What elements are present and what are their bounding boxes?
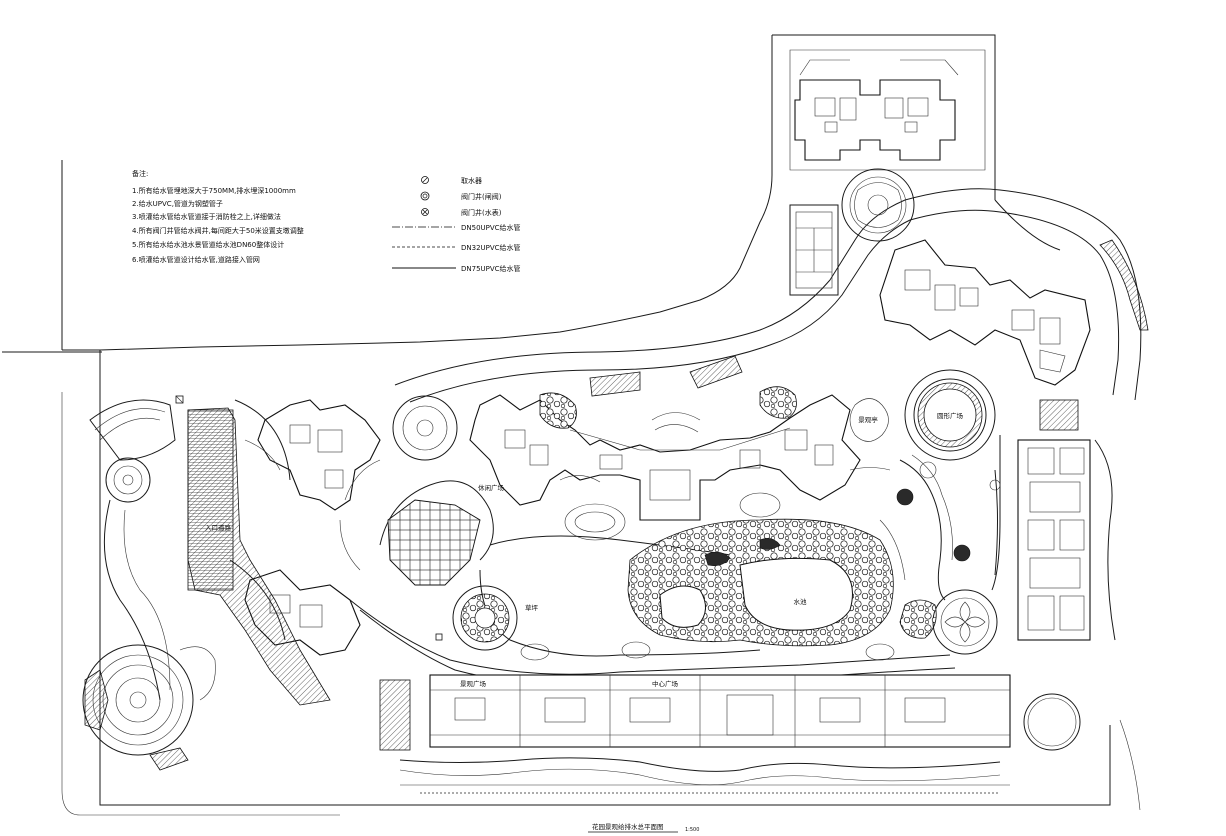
lawn-label: 草坪 [525, 603, 539, 612]
central-pond: 水池 [627, 461, 971, 647]
round-plaza-label: 圆形广场 [937, 411, 964, 420]
drawing-title: 花园景观给排水总平面图 1:500 [588, 822, 699, 833]
legend-label-dn75: DN75UPVC给水管 [461, 264, 521, 273]
garden-b-label: 中心广场 [652, 679, 679, 688]
legend-item-hydrant: 取水器 [421, 176, 482, 185]
general-notes: 备注: 1.所有给水管埋地深大于750MM,排水埋深1000mm 2.给水UPV… [132, 169, 304, 264]
legend-label-hydrant: 取水器 [461, 176, 482, 185]
note-4: 4.所有阀门井管给水阀井,每间距大于50米设置支墩调整 [132, 226, 304, 235]
note-2: 2.给水UPVC,管道为钢塑管子 [132, 199, 223, 208]
legend-item-dn75: DN75UPVC给水管 [392, 264, 521, 273]
north-arc-buildings [469, 386, 861, 521]
pool-label: 水池 [794, 597, 808, 606]
east-towers [879, 239, 1091, 386]
pavilion-label: 景观亭 [858, 415, 878, 424]
ring-road [394, 49, 1149, 403]
west-amphitheatre [89, 399, 176, 701]
south-west-round-plaza [82, 644, 216, 771]
east-building-block [991, 434, 1116, 641]
south-paving [399, 693, 1081, 794]
note-1: 1.所有给水管埋地深大于750MM,排水埋深1000mm [132, 186, 296, 195]
right-flower-garden [879, 479, 1001, 655]
legend-label-dn50: DN50UPVC给水管 [461, 223, 521, 232]
note-3: 3.喷灌给水管给水管道接于消防栓之上,详细做法 [132, 212, 281, 221]
notes-heading: 备注: [132, 169, 148, 178]
note-6: 6.喷灌给水管道设计给水管,道路接入管网 [132, 255, 260, 264]
round-pavilion-north [841, 168, 915, 242]
central-lawn: 草坪 [392, 395, 761, 657]
plaza-left-label: 休闲广场 [478, 483, 505, 492]
legend-item-dn50: DN50UPVC给水管 [392, 223, 521, 232]
note-5: 5.所有给水给水池水景管道给水池DN60整体设计 [132, 240, 284, 249]
round-plaza-right: 圆形广场 景观亭 [849, 369, 1079, 461]
south-building-block [379, 674, 1011, 751]
garden-a-label: 景观广场 [460, 679, 487, 688]
tennis-court [789, 204, 839, 296]
west-hatched-terraces: 入口道路 [187, 399, 331, 706]
walkway-label: 入口道路 [205, 523, 232, 532]
legend-item-meter-valve: 阀门井(水表) [421, 208, 502, 217]
central-grid-plaza: 休闲广场 [339, 459, 505, 586]
legend-label-meter-valve: 阀门井(水表) [461, 208, 502, 217]
legend-label-gate-valve: 阀门井(闸阀) [461, 192, 502, 201]
annotation-marks: 景观广场 中心广场 [175, 395, 679, 688]
legend-label-dn32: DN32UPVC给水管 [461, 243, 521, 252]
drawing-title-text: 花园景观给排水总平面图 [592, 822, 664, 831]
legend: 取水器 阀门井(闸阀) 阀门井(水表) DN50UPVC给水管 DN32UPVC… [392, 176, 521, 273]
north-tower [794, 59, 959, 161]
legend-item-dn32: DN32UPVC给水管 [392, 243, 521, 252]
legend-item-gate-valve: 阀门井(闸阀) [420, 191, 502, 201]
drawing-scale: 1:500 [685, 827, 699, 833]
site-boundary [2, 34, 1141, 816]
